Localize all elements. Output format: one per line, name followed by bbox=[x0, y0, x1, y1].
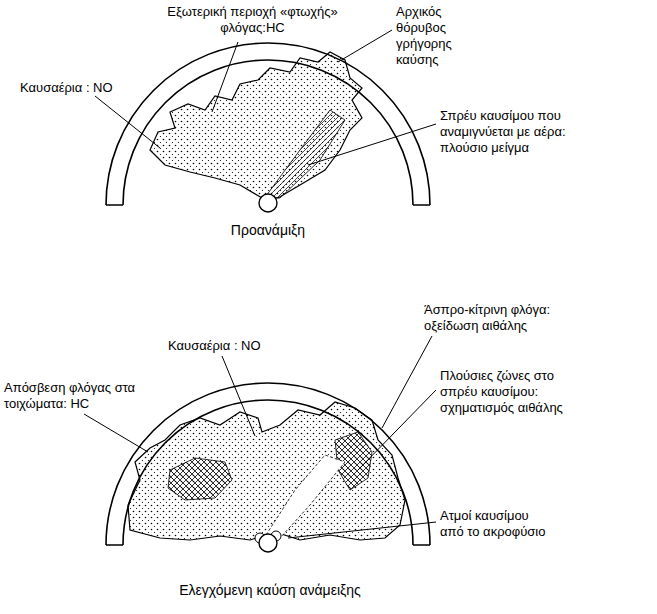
soot-zone bbox=[168, 458, 232, 500]
premix-flame bbox=[150, 52, 362, 198]
sub-caption: Ελεγχόμενη καύση ανάμειξης bbox=[150, 582, 390, 598]
injector-nozzle bbox=[259, 534, 277, 552]
fuel-spray bbox=[266, 110, 345, 198]
diffusion-flame bbox=[128, 402, 405, 540]
sub-caption: Προανάμιξη bbox=[208, 222, 328, 238]
callout-label: Άσπρο-κίτρινη φλόγα: οξείδωση αιθάλης bbox=[424, 302, 604, 334]
callout-label: Καυσαέρια : NO bbox=[168, 338, 298, 354]
callout-label: Αρχικός θόρυβος γρήγορης καύσης bbox=[396, 4, 481, 68]
callout-label: Σπρέυ καυσίμου που αναμιγνύεται με αέρα:… bbox=[440, 108, 600, 156]
callout-label: Εξωτερική περιοχή «φτωχής» φλόγας:HC bbox=[165, 4, 340, 36]
combustion-chamber-bottom bbox=[106, 383, 430, 545]
callout-label: Καυσαέρια : NO bbox=[20, 80, 150, 96]
callout-label: Πλούσιες ζώνες στο σπρέυ καυσίμου: σχημα… bbox=[440, 368, 575, 416]
combustion-chamber-top bbox=[106, 43, 430, 205]
injector-nozzle bbox=[259, 194, 277, 212]
callout-label: Ατμοί καυσίμου από το ακροφύσιο bbox=[440, 508, 550, 540]
leader-lines bbox=[84, 30, 436, 538]
callout-label: Απόσβεση φλόγας στα τοιχώματα: HC bbox=[4, 380, 144, 412]
fuel-spray bbox=[266, 455, 345, 538]
